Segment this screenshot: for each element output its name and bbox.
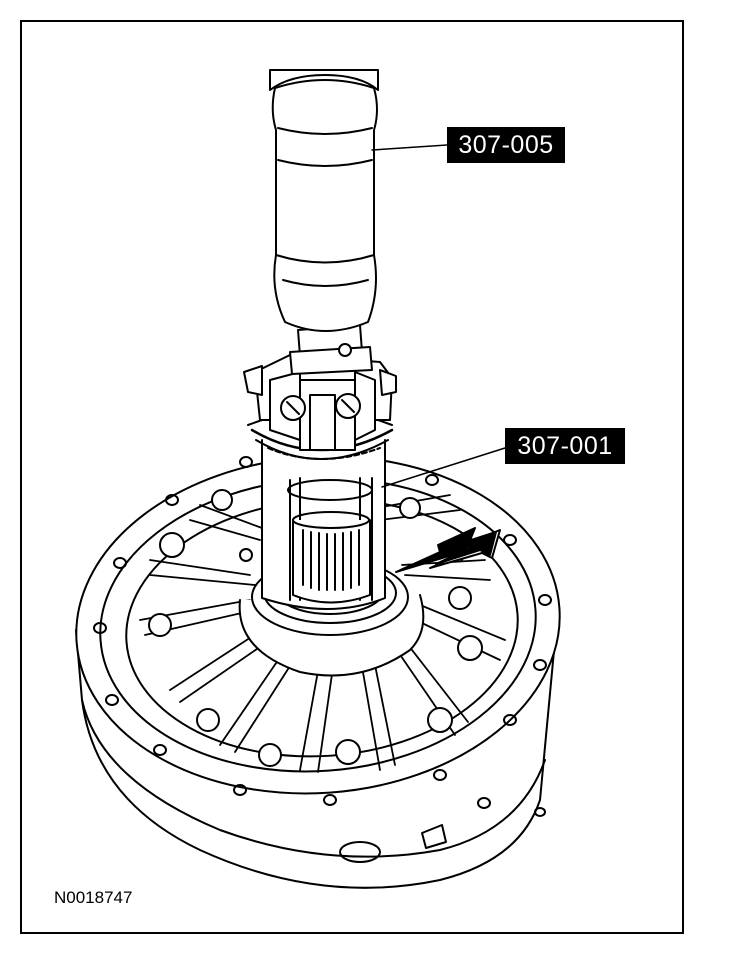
figure-id: N0018747 [54, 888, 133, 907]
tool-neck [289, 324, 373, 375]
tool-307-001 [247, 419, 394, 610]
arrow-icon [395, 527, 501, 573]
leader-lines [371, 144, 506, 488]
callout-307-001: 307-001 [505, 428, 625, 464]
illustration-frame [20, 20, 684, 934]
tool-307-005 [269, 69, 379, 332]
callout-307-005: 307-005 [447, 127, 565, 163]
spoke-bosses [148, 489, 483, 767]
stator-spokes [139, 494, 506, 773]
bolt-holes [93, 456, 552, 806]
